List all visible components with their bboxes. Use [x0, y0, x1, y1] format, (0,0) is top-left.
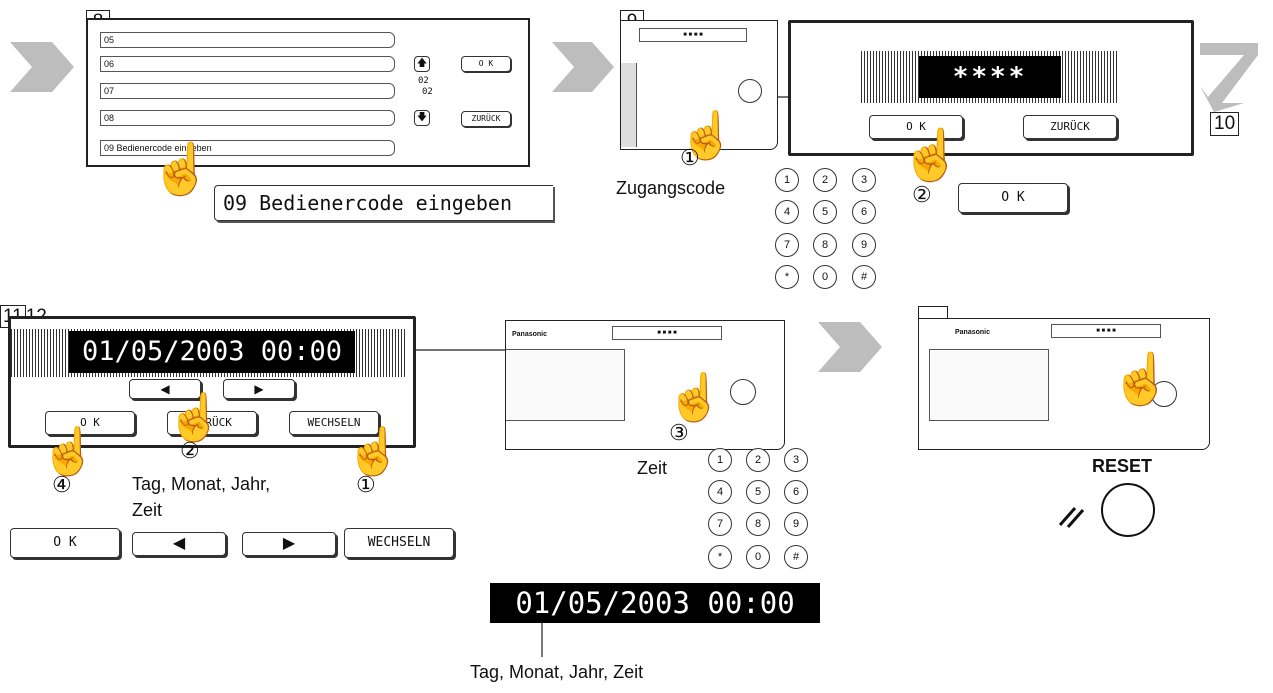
- change-button[interactable]: WECHSELN: [289, 411, 379, 435]
- datetime-display: 01/05/2003 00:00: [69, 331, 355, 373]
- selected-item-callout: 09 Bedienercode eingeben: [214, 185, 553, 221]
- ok-button[interactable]: O K: [45, 411, 135, 435]
- hand-pointer-icon: ☝: [166, 391, 224, 443]
- cursor-left-button-callout[interactable]: ◀: [132, 532, 226, 556]
- step-number-10: 10: [1210, 112, 1240, 136]
- lcd-screen: [621, 63, 637, 147]
- arrow-left-icon: ◀: [160, 382, 170, 396]
- ok-button-callout[interactable]: O K: [958, 183, 1068, 213]
- lcd-screen: [929, 349, 1049, 421]
- step-marker-4: ④: [52, 472, 72, 497]
- arrow-down-icon: 🡇: [416, 112, 428, 123]
- code-label: Zugangscode: [616, 178, 726, 198]
- list-item[interactable]: 09 Bedienercode eingeben: [100, 140, 395, 156]
- hand-pointer-icon: ☝: [1110, 351, 1173, 407]
- hand-pointer-icon: ☝: [666, 371, 724, 423]
- scroll-down-button[interactable]: 🡇: [414, 110, 430, 126]
- step-marker-1: ①: [680, 145, 700, 170]
- hand-pointer-icon: ☝: [150, 141, 213, 197]
- ok-button[interactable]: O K: [461, 56, 511, 72]
- reset-label: RESET: [1092, 456, 1153, 476]
- back-button[interactable]: ZURÜCK: [1023, 115, 1117, 139]
- date-time-caption: Tag, Monat, Jahr, Zeit: [470, 662, 644, 682]
- start-button[interactable]: [730, 379, 756, 405]
- arrow-left-icon: ◀: [172, 535, 186, 552]
- hand-pointer-icon: ☝: [345, 425, 403, 477]
- list-item[interactable]: 05: [100, 32, 395, 48]
- step-marker-1: ①: [356, 472, 376, 497]
- back-button[interactable]: ZURÜCK: [461, 111, 511, 127]
- start-button[interactable]: [738, 79, 762, 103]
- cursor-right-button-callout[interactable]: ▶: [242, 532, 336, 556]
- page-indicator: 02 02: [418, 76, 433, 97]
- ok-button[interactable]: O K: [869, 115, 963, 139]
- field-order-label-2: Zeit: [132, 500, 163, 520]
- hand-pointer-icon: ☝: [40, 425, 98, 477]
- date-time-dialog: 01/05/2003 00:00 ◀ ▶ O K ZURÜCK WECHSELN: [8, 316, 416, 448]
- reset-button[interactable]: [1102, 484, 1154, 536]
- passcode-display: ****: [919, 56, 1061, 98]
- control-panel: ■ ■ ■ ■: [620, 20, 778, 150]
- change-button-callout[interactable]: WECHSELN: [344, 528, 454, 558]
- hand-pointer-icon: ☝: [900, 127, 963, 183]
- field-order-label: Tag, Monat, Jahr,: [132, 474, 271, 494]
- control-panel: Panasonic ■ ■ ■ ■: [918, 318, 1210, 450]
- step-marker-2: ②: [912, 182, 932, 207]
- arrow-right-icon: ▶: [254, 382, 264, 396]
- brand-logo: Panasonic: [955, 329, 991, 336]
- control-panel: Panasonic ■ ■ ■ ■: [505, 320, 785, 450]
- scroll-up-button[interactable]: 🡅: [414, 56, 430, 72]
- passcode-dialog: **** O K ZURÜCK: [788, 20, 1194, 156]
- brand-logo: Panasonic: [512, 331, 548, 338]
- date-time-display-large: 01/05/2003 00:00: [490, 583, 820, 623]
- time-label: Zeit: [637, 458, 668, 478]
- arrow-up-icon: 🡅: [416, 58, 428, 69]
- cursor-right-button[interactable]: ▶: [223, 379, 295, 399]
- mode-keys: ■ ■ ■ ■: [612, 326, 722, 340]
- list-item[interactable]: 06: [100, 56, 395, 72]
- step-marker-2: ②: [180, 438, 200, 463]
- mode-keys: ■ ■ ■ ■: [1051, 324, 1161, 338]
- step8-screen: 05 06 07 08 09 Bedienercode eingeben 🡅 0…: [86, 18, 530, 167]
- step-marker-3: ③: [669, 420, 689, 445]
- ok-button-callout[interactable]: O K: [10, 528, 120, 558]
- list-item[interactable]: 07: [100, 83, 395, 99]
- back-button[interactable]: ZURÜCK: [167, 411, 257, 435]
- list-item[interactable]: 08: [100, 110, 395, 126]
- arrow-right-icon: ▶: [282, 535, 296, 552]
- mode-keys: ■ ■ ■ ■: [639, 28, 747, 42]
- cursor-left-button[interactable]: ◀: [129, 379, 201, 399]
- lcd-screen: [506, 349, 625, 421]
- hand-pointer-icon: ☝: [678, 109, 736, 161]
- start-button[interactable]: [1151, 381, 1177, 407]
